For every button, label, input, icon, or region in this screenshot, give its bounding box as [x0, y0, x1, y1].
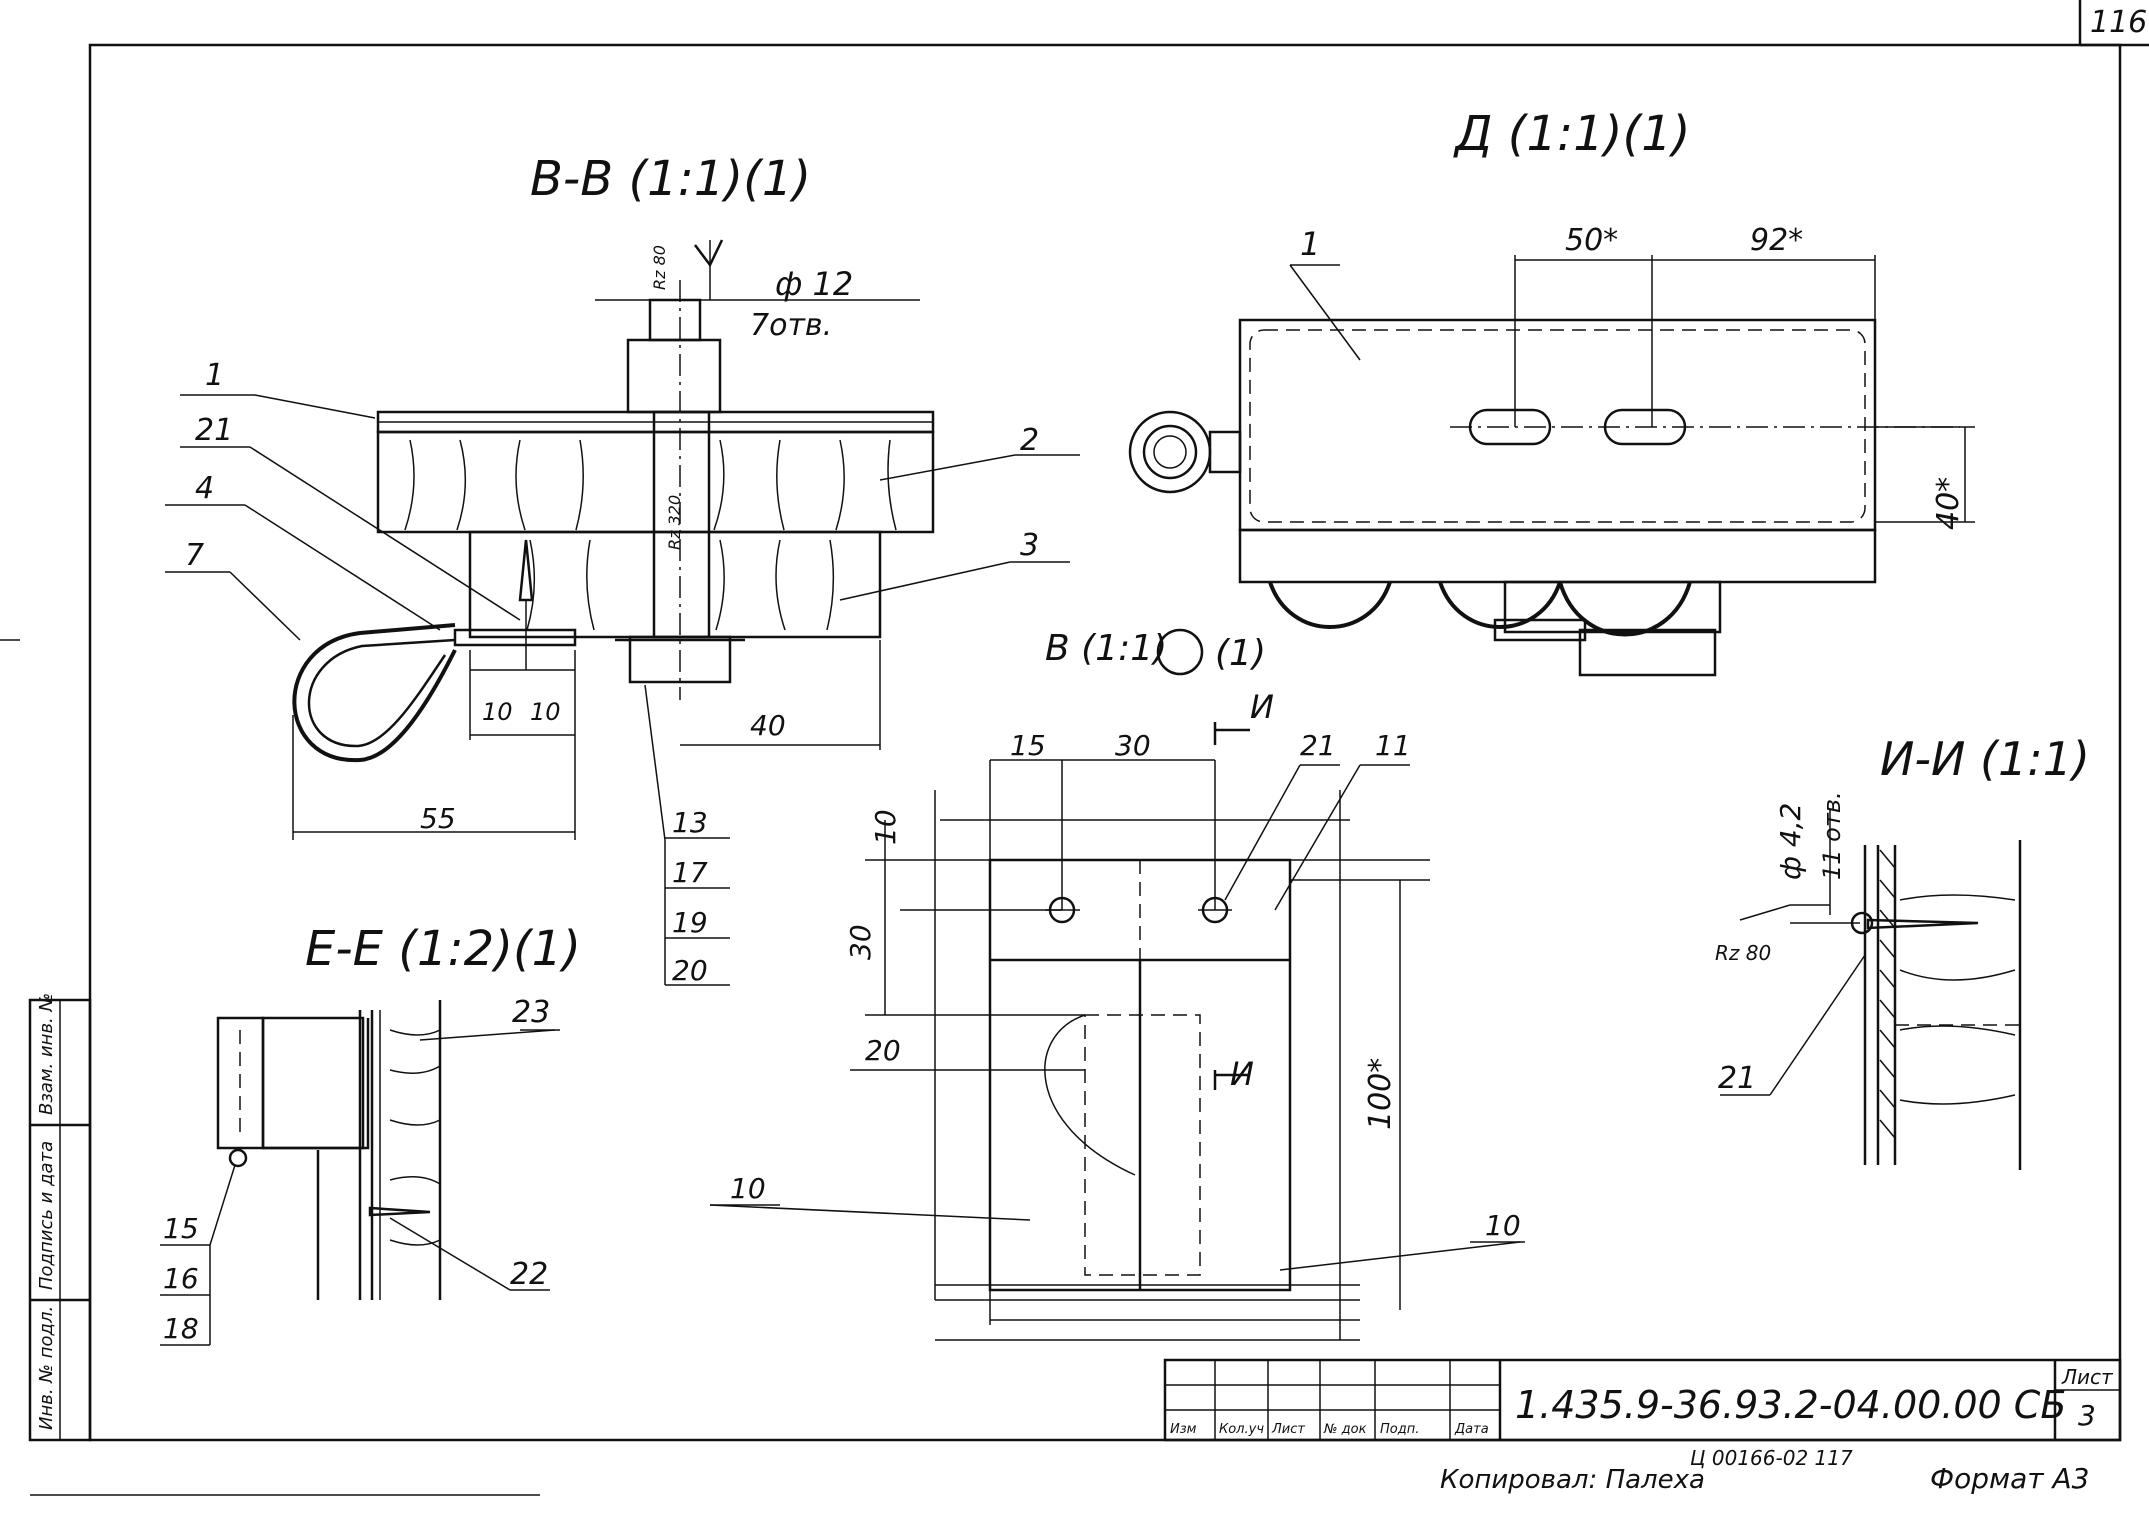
ee-item-18: 18	[163, 1312, 199, 1345]
v-circle-symbol	[1156, 628, 1204, 676]
v-section-mark-bottom: И	[1230, 1055, 1254, 1093]
v-leader-21: 21	[1300, 729, 1336, 762]
v-dim-30-top: 30	[1115, 729, 1151, 762]
drawing-code: 1.435.9-36.93.2-04.00.00 СБ	[1515, 1383, 2066, 1427]
d-view	[1128, 255, 1975, 677]
v-dim-10: 10	[869, 809, 902, 845]
ii-hole: ф 4,2	[1774, 803, 1807, 880]
left-strip-label-1: Инв. № подл.	[36, 1306, 57, 1430]
d-dim-92: 92*	[1750, 223, 1803, 258]
stamp-text: Ц 00166-02 117	[1690, 1446, 1853, 1470]
bb-rz-mid: Rz 320	[665, 495, 684, 550]
tb-header-doc: № док	[1323, 1422, 1367, 1437]
bb-leader-7: 7	[185, 538, 204, 573]
bb-item-20: 20	[672, 954, 708, 987]
v-item-10-left: 10	[730, 1172, 766, 1205]
bb-leader-2: 2	[1020, 423, 1039, 458]
ii-title: И-И (1:1)	[1880, 732, 2090, 786]
bb-holes-count: 7отв.	[750, 308, 832, 343]
d-dim-50: 50*	[1565, 223, 1618, 258]
ee-view	[160, 1000, 560, 1346]
format-label: Формат А3	[1930, 1462, 2089, 1495]
tb-header-podp: Подп.	[1380, 1422, 1419, 1437]
sheet-label: Лист	[2061, 1365, 2114, 1389]
bb-section	[165, 239, 1080, 986]
copied-by: Копировал: Палеха	[1440, 1465, 1705, 1495]
tb-header-data: Дата	[1454, 1422, 1489, 1437]
left-strip-label-3: Взам. инв. №	[36, 993, 57, 1115]
bb-item-17: 17	[672, 856, 708, 889]
bb-leader-1: 1	[205, 358, 224, 393]
d-dim-40: 40*	[1931, 477, 1966, 530]
v-item-10-right: 10	[1485, 1209, 1521, 1242]
corner-number: 116	[2090, 5, 2147, 40]
bb-item-19: 19	[672, 906, 708, 939]
d-leader-1: 1	[1300, 225, 1320, 263]
bb-leader-21: 21	[195, 413, 233, 448]
bb-item-13: 13	[672, 806, 708, 839]
bb-dim-55: 55	[420, 802, 456, 835]
bb-dim-10-a: 10	[482, 698, 513, 726]
ee-leader-23: 23	[512, 995, 550, 1030]
bb-dim-40: 40	[750, 709, 786, 742]
bb-leader-4: 4	[195, 471, 214, 506]
tb-header-list: Лист	[1271, 1422, 1305, 1437]
v-leader-11: 11	[1375, 729, 1411, 762]
ee-title: Е-Е (1:2)(1)	[305, 921, 581, 977]
tb-header-kol: Кол.уч	[1219, 1422, 1264, 1437]
sheet-frame	[88, 43, 2122, 1442]
left-strip-label-2: Подпись и дата	[36, 1141, 57, 1290]
bb-leader-3: 3	[1020, 528, 1039, 563]
v-dim-15: 15	[1010, 729, 1046, 762]
v-title: В (1:1)	[1045, 628, 1167, 669]
v-section-mark-top: И	[1250, 688, 1274, 726]
ii-leader-21: 21	[1718, 1061, 1756, 1096]
d-title: Д (1:1)(1)	[1453, 106, 1690, 162]
v-dim-30-left: 30	[844, 924, 877, 960]
v-suffix: (1)	[1215, 633, 1266, 674]
v-view	[709, 722, 1525, 1341]
ee-item-16: 16	[163, 1262, 199, 1295]
title-block	[1163, 1358, 2122, 1442]
bb-hole: ф 12	[775, 265, 853, 303]
tb-header-izm: Изм	[1170, 1422, 1197, 1437]
bb-title: В-В (1:1)(1)	[530, 151, 811, 207]
bb-rz-top: Rz 80	[650, 245, 669, 290]
ee-leader-22: 22	[510, 1257, 548, 1292]
v-dim-20: 20	[865, 1034, 901, 1067]
ii-view	[1720, 810, 2022, 1170]
ee-item-15: 15	[163, 1212, 199, 1245]
ii-holes-count: 11 отв.	[1818, 791, 1846, 880]
ii-rz: Rz 80	[1715, 941, 1771, 965]
bb-dim-10-b: 10	[530, 698, 561, 726]
sheet-number: 3	[2078, 1399, 2096, 1432]
v-dim-100: 100*	[1363, 1058, 1398, 1130]
